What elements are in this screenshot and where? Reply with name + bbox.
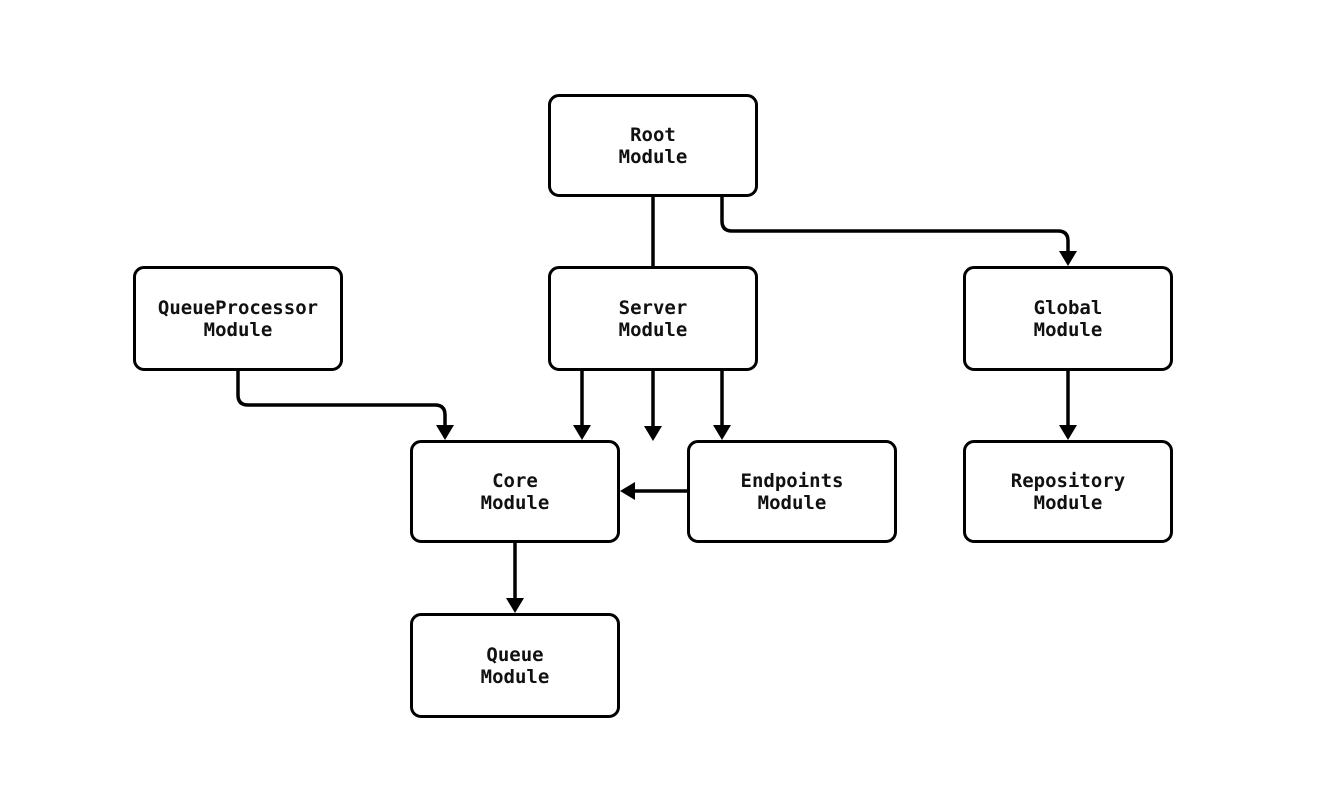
- node-repository-subtitle: Module: [1033, 491, 1103, 514]
- node-queue-subtitle: Module: [480, 665, 550, 688]
- edge-queueprocessor-core: [236, 371, 454, 440]
- node-server[interactable]: Server Module: [548, 266, 758, 371]
- node-server-subtitle: Module: [618, 318, 688, 341]
- node-repository[interactable]: Repository Module: [963, 440, 1173, 543]
- node-root-subtitle: Module: [618, 145, 688, 168]
- node-global-subtitle: Module: [1033, 318, 1103, 341]
- node-queue[interactable]: Queue Module: [410, 613, 620, 718]
- node-queue-title: Queue: [486, 643, 544, 666]
- edge-endpoints-core: [620, 482, 687, 500]
- edge-global-repository: [1059, 371, 1077, 440]
- node-endpoints-subtitle: Module: [757, 491, 827, 514]
- node-global-title: Global: [1033, 296, 1103, 319]
- node-endpoints[interactable]: Endpoints Module: [687, 440, 897, 543]
- node-global[interactable]: Global Module: [963, 266, 1173, 371]
- node-repository-title: Repository: [1010, 469, 1126, 492]
- node-server-title: Server: [618, 296, 688, 319]
- edge-core-queue: [506, 543, 524, 613]
- node-core-subtitle: Module: [480, 491, 550, 514]
- node-queueprocessor-title: QueueProcessor: [157, 296, 319, 319]
- node-root-title: Root: [630, 123, 676, 146]
- edge-server-endpoints: [713, 371, 731, 440]
- node-endpoints-title: Endpoints: [740, 469, 844, 492]
- edge-server-core: [573, 371, 591, 440]
- node-root[interactable]: Root Module: [548, 94, 758, 197]
- edge-root-global: [720, 197, 1077, 266]
- node-core[interactable]: Core Module: [410, 440, 620, 543]
- node-queueprocessor[interactable]: QueueProcessor Module: [133, 266, 343, 371]
- node-core-title: Core: [492, 469, 538, 492]
- node-queueprocessor-subtitle: Module: [203, 318, 273, 341]
